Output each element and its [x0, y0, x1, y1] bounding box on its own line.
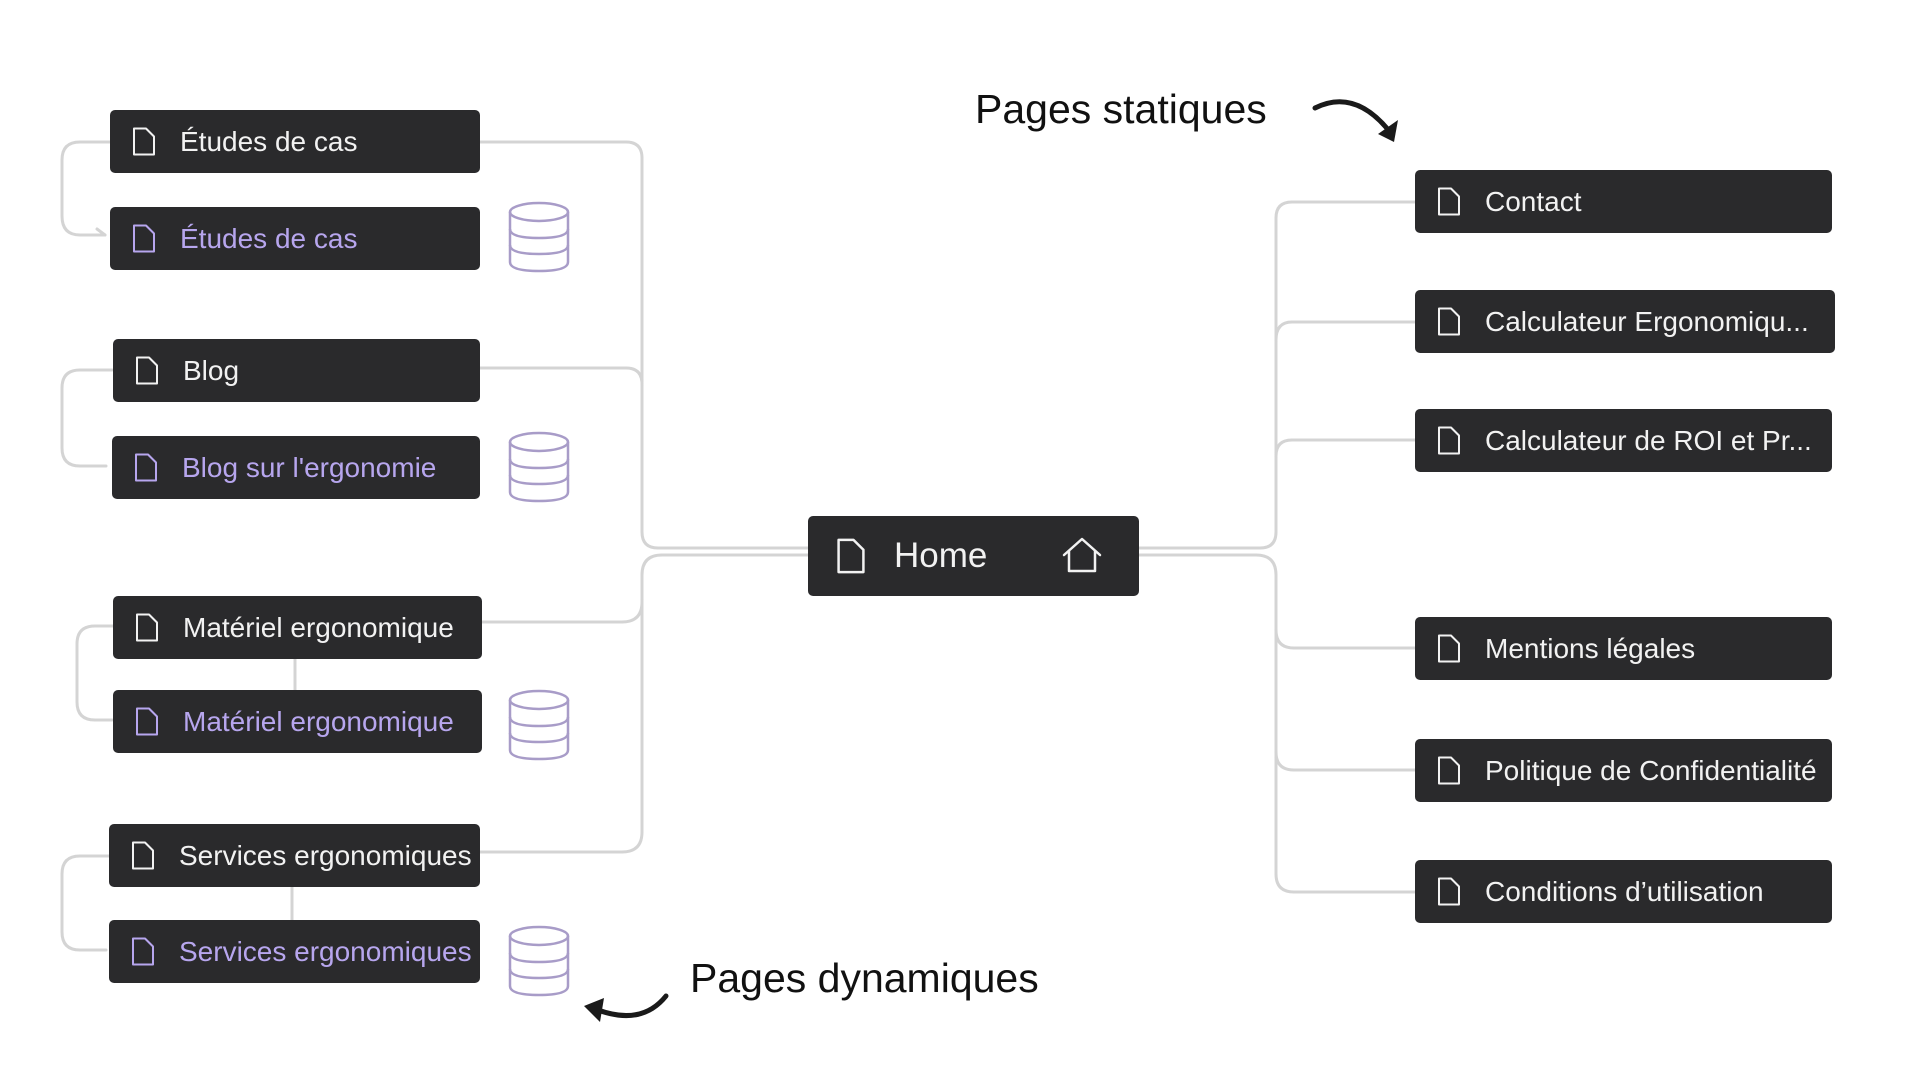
- page-node-etudes-de-cas[interactable]: Études de cas: [110, 110, 480, 173]
- collection-label: Services ergonomiques: [179, 935, 472, 967]
- file-icon: [1438, 634, 1460, 663]
- dynamic-pages-callout: Pages dynamiques: [690, 955, 1039, 1001]
- file-icon: [837, 538, 865, 574]
- collection-label: Matériel ergonomique: [183, 705, 454, 737]
- collection-label: Blog sur l'ergonomie: [182, 451, 437, 483]
- file-icon: [1438, 877, 1460, 906]
- page-label: Blog: [183, 354, 240, 386]
- page-label: Conditions d’utilisation: [1485, 875, 1764, 907]
- collection-label: Études de cas: [180, 222, 358, 254]
- file-icon: [136, 707, 158, 736]
- page-label: Calculateur de ROI et Pr...: [1485, 424, 1812, 456]
- file-icon: [133, 127, 155, 156]
- file-icon: [133, 224, 155, 253]
- page-label: Études de cas: [180, 125, 358, 157]
- collection-node-services-ergonomiques[interactable]: Services ergonomiques: [109, 920, 480, 983]
- file-icon: [1438, 756, 1460, 785]
- curved-arrow-icon: [584, 993, 669, 1022]
- database-icon: [508, 925, 570, 997]
- curved-arrow-icon: [1312, 99, 1398, 142]
- collection-node-blog[interactable]: Blog sur l'ergonomie: [112, 436, 480, 499]
- page-node-blog[interactable]: Blog: [113, 339, 480, 402]
- page-label: Services ergonomiques: [179, 839, 472, 871]
- file-icon: [1438, 307, 1460, 336]
- page-node-materiel-ergonomique[interactable]: Matériel ergonomique: [113, 596, 482, 659]
- page-label: Politique de Confidentialité: [1485, 754, 1817, 786]
- database-icon: [508, 689, 570, 761]
- database-icon: [508, 201, 570, 273]
- page-label: Contact: [1485, 185, 1582, 217]
- page-node-mentions-legales[interactable]: Mentions légales: [1415, 617, 1832, 680]
- database-icon: [508, 431, 570, 503]
- file-icon: [1438, 426, 1460, 455]
- page-node-calculateur-roi[interactable]: Calculateur de ROI et Pr...: [1415, 409, 1832, 472]
- page-node-services-ergonomiques[interactable]: Services ergonomiques: [109, 824, 480, 887]
- file-icon: [136, 356, 158, 385]
- page-node-conditions-utilisation[interactable]: Conditions d’utilisation: [1415, 860, 1832, 923]
- page-node-calculateur-ergonomique[interactable]: Calculateur Ergonomiqu...: [1415, 290, 1835, 353]
- file-icon: [132, 841, 154, 870]
- file-icon: [1438, 187, 1460, 216]
- page-label: Calculateur Ergonomiqu...: [1485, 305, 1809, 337]
- static-pages-callout: Pages statiques: [975, 86, 1267, 132]
- home-label: Home: [894, 536, 988, 575]
- file-icon: [132, 937, 154, 966]
- page-node-contact[interactable]: Contact: [1415, 170, 1832, 233]
- collection-node-etudes-de-cas[interactable]: Études de cas: [110, 207, 480, 270]
- home-icon: [1062, 537, 1102, 573]
- page-node-politique-confidentialite[interactable]: Politique de Confidentialité: [1415, 739, 1832, 802]
- home-node[interactable]: Home: [808, 516, 1139, 596]
- page-label: Mentions légales: [1485, 632, 1696, 664]
- file-icon: [135, 453, 157, 482]
- collection-node-materiel-ergonomique[interactable]: Matériel ergonomique: [113, 690, 482, 753]
- file-icon: [136, 613, 158, 642]
- page-label: Matériel ergonomique: [183, 611, 454, 643]
